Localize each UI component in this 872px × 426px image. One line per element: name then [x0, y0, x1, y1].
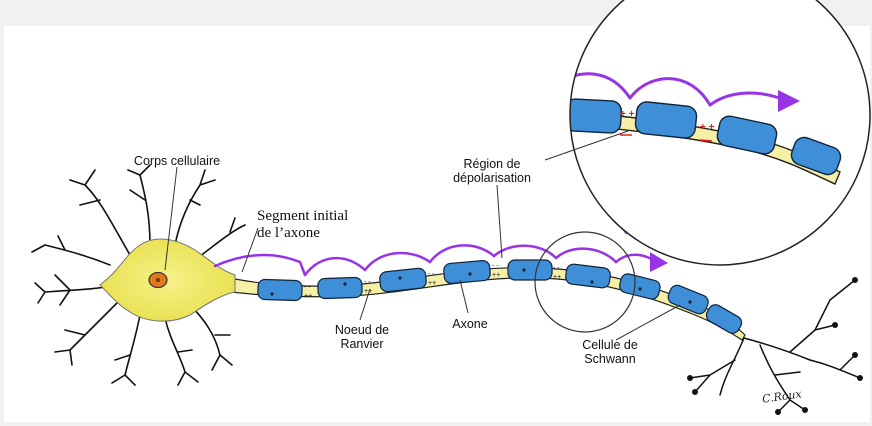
label-axon: Axone — [440, 317, 500, 331]
schwann-line1: Cellule de — [570, 338, 650, 352]
node-ranvier-line2: Ranvier — [322, 337, 402, 351]
magnified-inset: + + + + — [560, 0, 870, 265]
initial-segment-line1: Segment initial — [257, 208, 348, 225]
schwann-line2: Schwann — [570, 352, 650, 366]
svg-text:++: ++ — [492, 272, 500, 279]
axon-text: Axone — [452, 317, 487, 331]
artist-signature: C.Roux — [761, 387, 803, 406]
node-ranvier-line1: Noeud de — [322, 323, 402, 337]
depolarization-line1: Région de — [437, 157, 547, 171]
svg-text:- -: - - — [304, 284, 311, 291]
svg-text:++: ++ — [553, 274, 561, 281]
svg-text:+ +: + + — [620, 109, 635, 120]
svg-text:+ +: + + — [700, 122, 715, 133]
depolarization-line2: dépolarisation — [437, 171, 547, 185]
svg-text:- -: - - — [364, 279, 371, 286]
svg-text:- -: - - — [553, 265, 560, 272]
svg-text:- -: - - — [492, 263, 499, 270]
label-schwann: Cellule de Schwann — [570, 338, 650, 366]
label-depolarization: Région de dépolarisation — [437, 157, 547, 185]
label-initial-segment: Segment initial de l’axone — [257, 208, 348, 242]
label-node-ranvier: Noeud de Ranvier — [322, 323, 402, 351]
initial-segment-line2: de l’axone — [257, 225, 348, 242]
label-cell-body: Corps cellulaire — [122, 154, 232, 168]
cell-body-text: Corps cellulaire — [134, 154, 220, 168]
svg-text:- -: - - — [428, 271, 435, 278]
svg-text:++: ++ — [304, 293, 312, 300]
svg-text:++: ++ — [428, 280, 436, 287]
